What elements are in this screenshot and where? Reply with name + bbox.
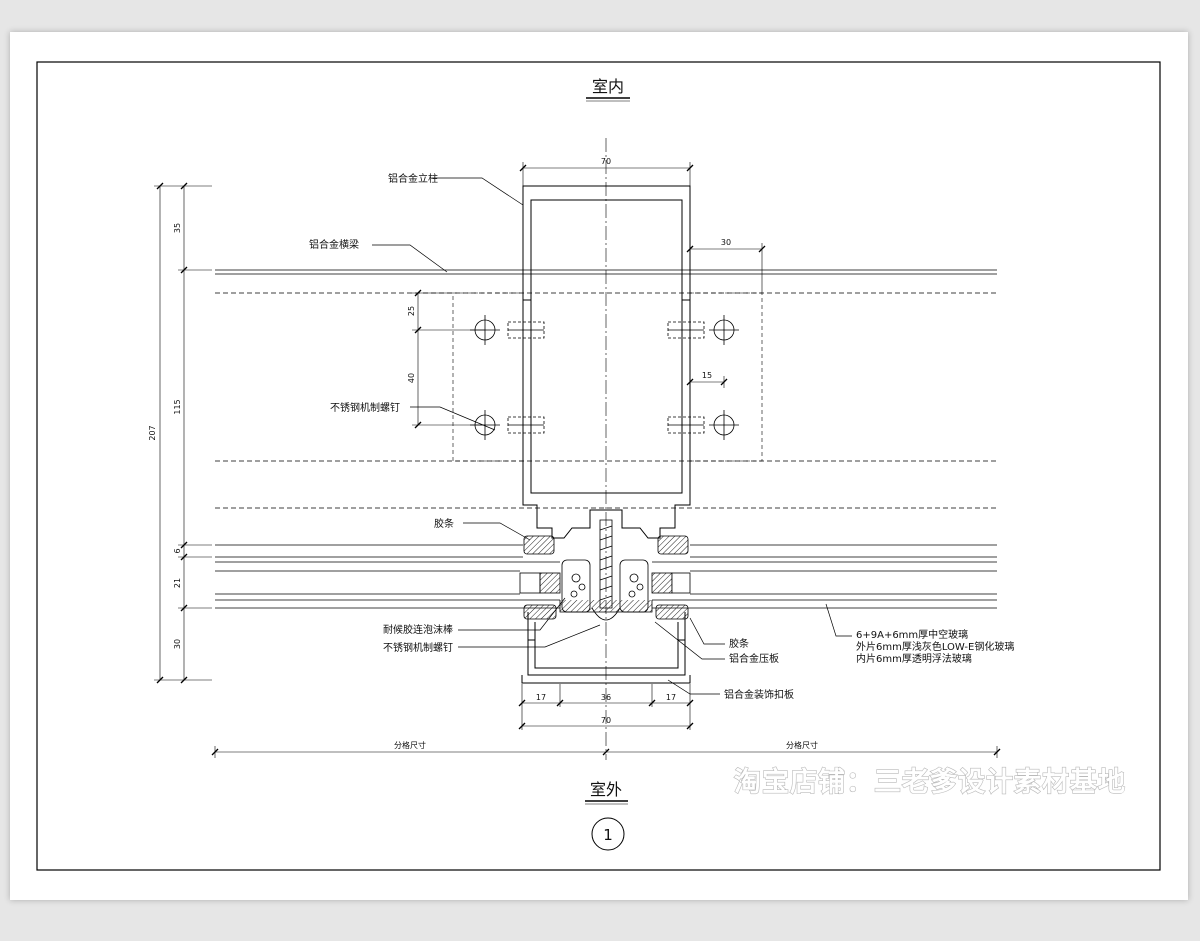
dim-grid-left: 分格尺寸 [394, 740, 426, 750]
mullion-profile [522, 185, 691, 539]
glass-spacers [519, 572, 691, 594]
detail-number-circle [591, 817, 625, 851]
pressure-plate-and-cap [521, 612, 691, 684]
dim-bottom-17-left: 17 [536, 693, 546, 702]
label-glass-line1: 6+9A+6mm厚中空玻璃 [856, 628, 968, 641]
dimension-lines [154, 162, 998, 758]
dim-inner-25: 25 [407, 306, 416, 316]
dim-grid-right: 分格尺寸 [786, 740, 818, 750]
label-gasket-lower: 胶条 [729, 637, 749, 650]
label-transom: 铝合金横梁 [309, 238, 359, 251]
curtain-wall-section-drawing: 室内 室外 1 [36, 61, 1161, 871]
title-indoor: 室内 [592, 77, 624, 96]
connector-plates [452, 292, 763, 462]
dim-top-70: 70 [601, 157, 611, 166]
dim-bottom-70: 70 [601, 716, 611, 725]
label-screw-upper: 不锈钢机制螺钉 [330, 401, 400, 414]
dim-bottom-36: 36 [601, 693, 611, 702]
center-screw [591, 519, 621, 621]
dim-left-207: 207 [148, 425, 157, 440]
bolt-group-right-lower [667, 410, 739, 440]
dim-inner-40: 40 [407, 373, 416, 383]
label-pressure-plate: 铝合金压板 [729, 652, 779, 665]
leader-lines [372, 177, 852, 695]
foam-rod-blocks [559, 559, 653, 613]
dimension-ticks [156, 164, 1001, 756]
label-cover-cap: 铝合金装饰扣板 [724, 688, 794, 701]
label-screw-lower: 不锈钢机制螺钉 [383, 641, 453, 654]
dim-left-21: 21 [173, 578, 182, 588]
dim-right-30: 30 [721, 238, 731, 247]
title-outdoor: 室外 [590, 780, 622, 799]
dim-bottom-17-right: 17 [666, 693, 676, 702]
bolt-group-right-upper [667, 315, 739, 345]
glass-lines [215, 544, 997, 609]
label-glass-line3: 内片6mm厚透明浮法玻璃 [856, 652, 972, 665]
label-foam-rod: 耐候胶连泡沫棒 [383, 623, 453, 636]
dim-left-35: 35 [173, 223, 182, 233]
gaskets [523, 535, 689, 620]
transom-lines [215, 269, 997, 509]
dim-left-30: 30 [173, 639, 182, 649]
dim-left-6: 6 [173, 548, 182, 553]
detail-number: 1 [603, 826, 613, 844]
dim-right-15: 15 [702, 371, 712, 380]
label-mullion: 铝合金立柱 [388, 172, 438, 185]
watermark: 淘宝店铺：三老爹设计素材基地 [734, 766, 1126, 798]
label-glass-line2: 外片6mm厚浅灰色LOW-E钢化玻璃 [856, 640, 1014, 653]
drawing-sheet: 室内 室外 1 [10, 32, 1188, 900]
dim-left-115: 115 [173, 399, 182, 414]
label-gasket-upper: 胶条 [434, 517, 454, 530]
drawing-border [36, 61, 1161, 871]
